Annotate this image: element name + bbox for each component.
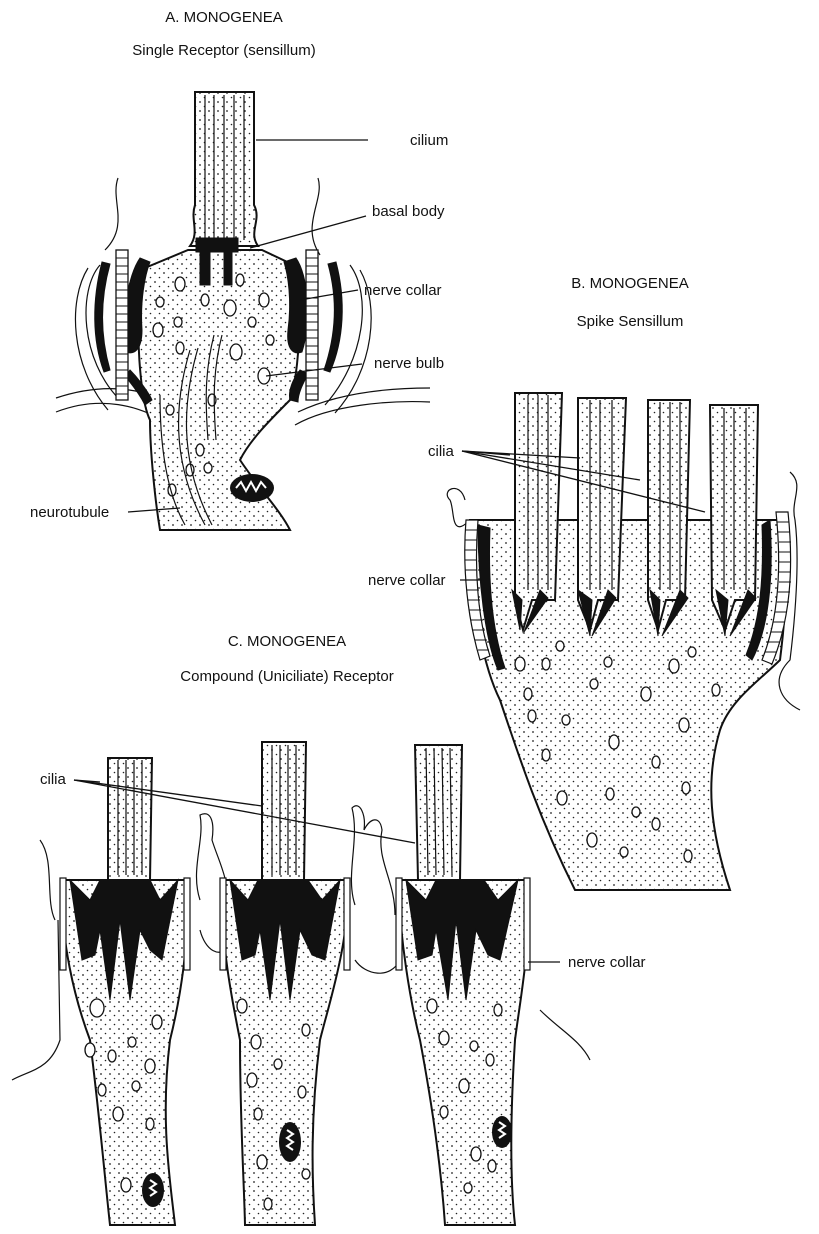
label-nerve-collar-a: nerve collar [364,282,442,299]
label-basal-body: basal body [372,203,445,220]
label-nerve-collar-b: nerve collar [368,572,446,589]
label-cilia-c: cilia [40,771,66,788]
panel-a-titles: A. MONOGENEA Single Receptor (sensillum) [132,9,315,59]
label-nerve-bulb: nerve bulb [374,355,444,372]
panel-a-title: A. MONOGENEA [165,9,283,26]
uniciliate-receptor-3 [398,745,529,1225]
panel-c-subtitle: Compound (Uniciliate) Receptor [180,668,393,685]
panel-c-title: C. MONOGENEA [228,633,346,650]
uniciliate-receptor-1 [62,758,188,1225]
label-nerve-collar-c: nerve collar [568,954,646,971]
striated-wall-right [306,250,318,400]
panel-b-subtitle: Spike Sensillum [577,313,684,330]
nerve-bulb [138,250,300,530]
label-cilia-b: cilia [428,443,454,460]
panel-a-single-receptor: cilium basal body nerve collar nerve bul… [30,92,448,530]
panel-a-subtitle: Single Receptor (sensillum) [132,42,315,59]
panel-b-title: B. MONOGENEA [571,275,689,292]
striated-wall-left [116,250,128,400]
panel-b-titles: B. MONOGENEA Spike Sensillum [571,275,689,330]
label-cilium: cilium [410,132,448,149]
label-neurotubule: neurotubule [30,504,109,521]
mitochondrion-a [230,474,274,502]
panel-c-titles: C. MONOGENEA Compound (Uniciliate) Recep… [180,633,393,685]
uniciliate-receptor-2 [222,742,348,1225]
